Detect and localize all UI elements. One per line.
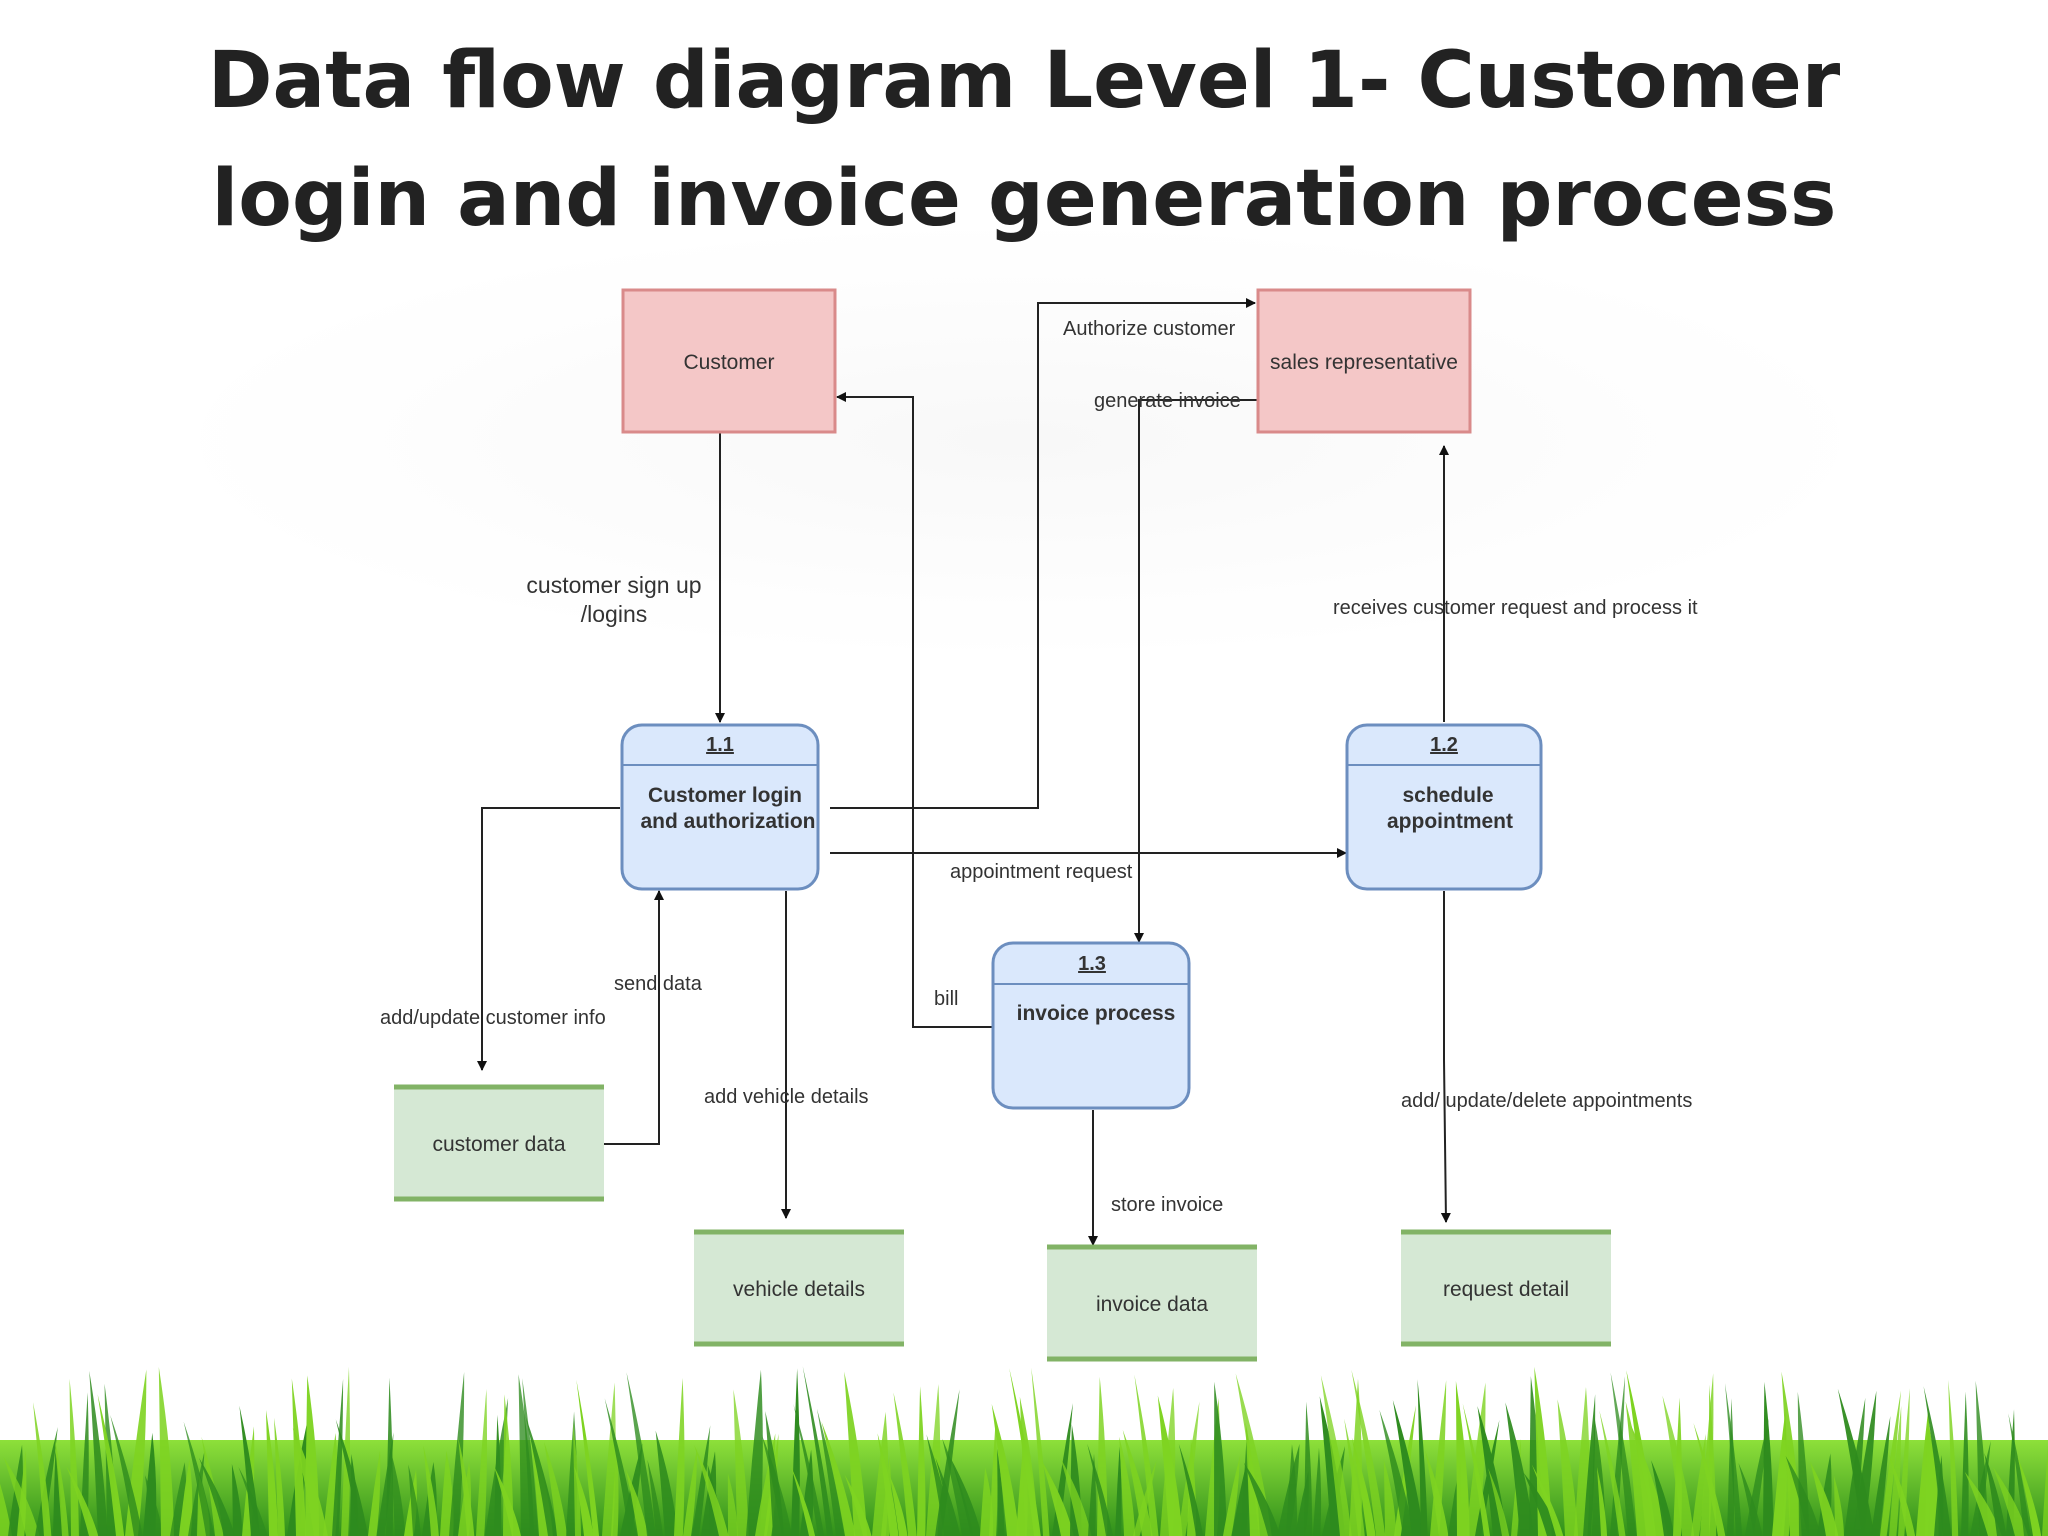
label-signup-line2: /logins xyxy=(581,601,647,627)
label-authorize-customer: Authorize customer xyxy=(1063,318,1236,340)
grass-decoration xyxy=(0,1366,2048,1536)
store-request-detail: request detail xyxy=(1401,1229,1611,1347)
store-vehicle-details: vehicle details xyxy=(694,1229,904,1347)
label-send-data: send data xyxy=(614,973,703,995)
flow-send-data xyxy=(604,890,664,1145)
label-store-invoice: store invoice xyxy=(1111,1194,1223,1216)
store-customer-data-label: customer data xyxy=(432,1133,565,1156)
flow-add-update-delete xyxy=(1440,891,1451,1223)
title-line-1: Data flow diagram Level 1- Customer xyxy=(207,36,1841,126)
process-1-1-id: 1.1 xyxy=(706,734,734,756)
process-1-1-label-line2: and authorization xyxy=(641,810,816,833)
label-add-vehicle: add vehicle details xyxy=(704,1086,869,1108)
flow-authorize-customer xyxy=(830,298,1256,809)
label-generate-invoice: generate invoice xyxy=(1094,390,1241,412)
process-1-1-label-line1: Customer login xyxy=(648,784,802,807)
label-bill: bill xyxy=(934,988,958,1010)
flow-add-update-customer xyxy=(477,807,620,1071)
process-1-2: 1.2 schedule appointment xyxy=(1345,723,1543,891)
label-add-update-customer: add/update customer info xyxy=(380,1007,606,1029)
entity-sales-representative-label: sales representative xyxy=(1270,351,1458,374)
title-line-2: login and invoice generation process xyxy=(211,154,1837,244)
process-1-1: 1.1 Customer login and authorization xyxy=(620,723,820,891)
entity-customer: Customer xyxy=(621,288,837,434)
process-1-2-label-line2: appointment xyxy=(1387,810,1513,833)
process-1-2-label-line1: schedule xyxy=(1402,784,1493,807)
entity-sales-representative: sales representative xyxy=(1256,288,1472,434)
label-add-update-delete: add/ update/delete appointments xyxy=(1401,1090,1692,1112)
flow-bill xyxy=(836,392,993,1028)
label-appointment-request: appointment request xyxy=(950,861,1133,883)
flow-generate-invoice xyxy=(1134,399,1258,943)
store-invoice-data-label: invoice data xyxy=(1096,1293,1208,1316)
page-title: Data flow diagram Level 1- Customer logi… xyxy=(0,22,2048,258)
process-1-3: 1.3 invoice process xyxy=(991,941,1191,1110)
process-1-2-id: 1.2 xyxy=(1430,734,1458,756)
store-vehicle-details-label: vehicle details xyxy=(733,1278,865,1301)
store-request-detail-label: request detail xyxy=(1443,1278,1569,1301)
process-1-3-label: invoice process xyxy=(1017,1002,1176,1025)
label-receives-request: receives customer request and process it xyxy=(1333,597,1698,619)
entity-customer-label: Customer xyxy=(683,351,774,374)
process-1-3-id: 1.3 xyxy=(1078,953,1106,975)
store-invoice-data: invoice data xyxy=(1047,1244,1257,1362)
background-watermark xyxy=(200,230,1840,650)
store-customer-data: customer data xyxy=(394,1084,604,1202)
label-signup-line1: customer sign up xyxy=(526,572,701,598)
